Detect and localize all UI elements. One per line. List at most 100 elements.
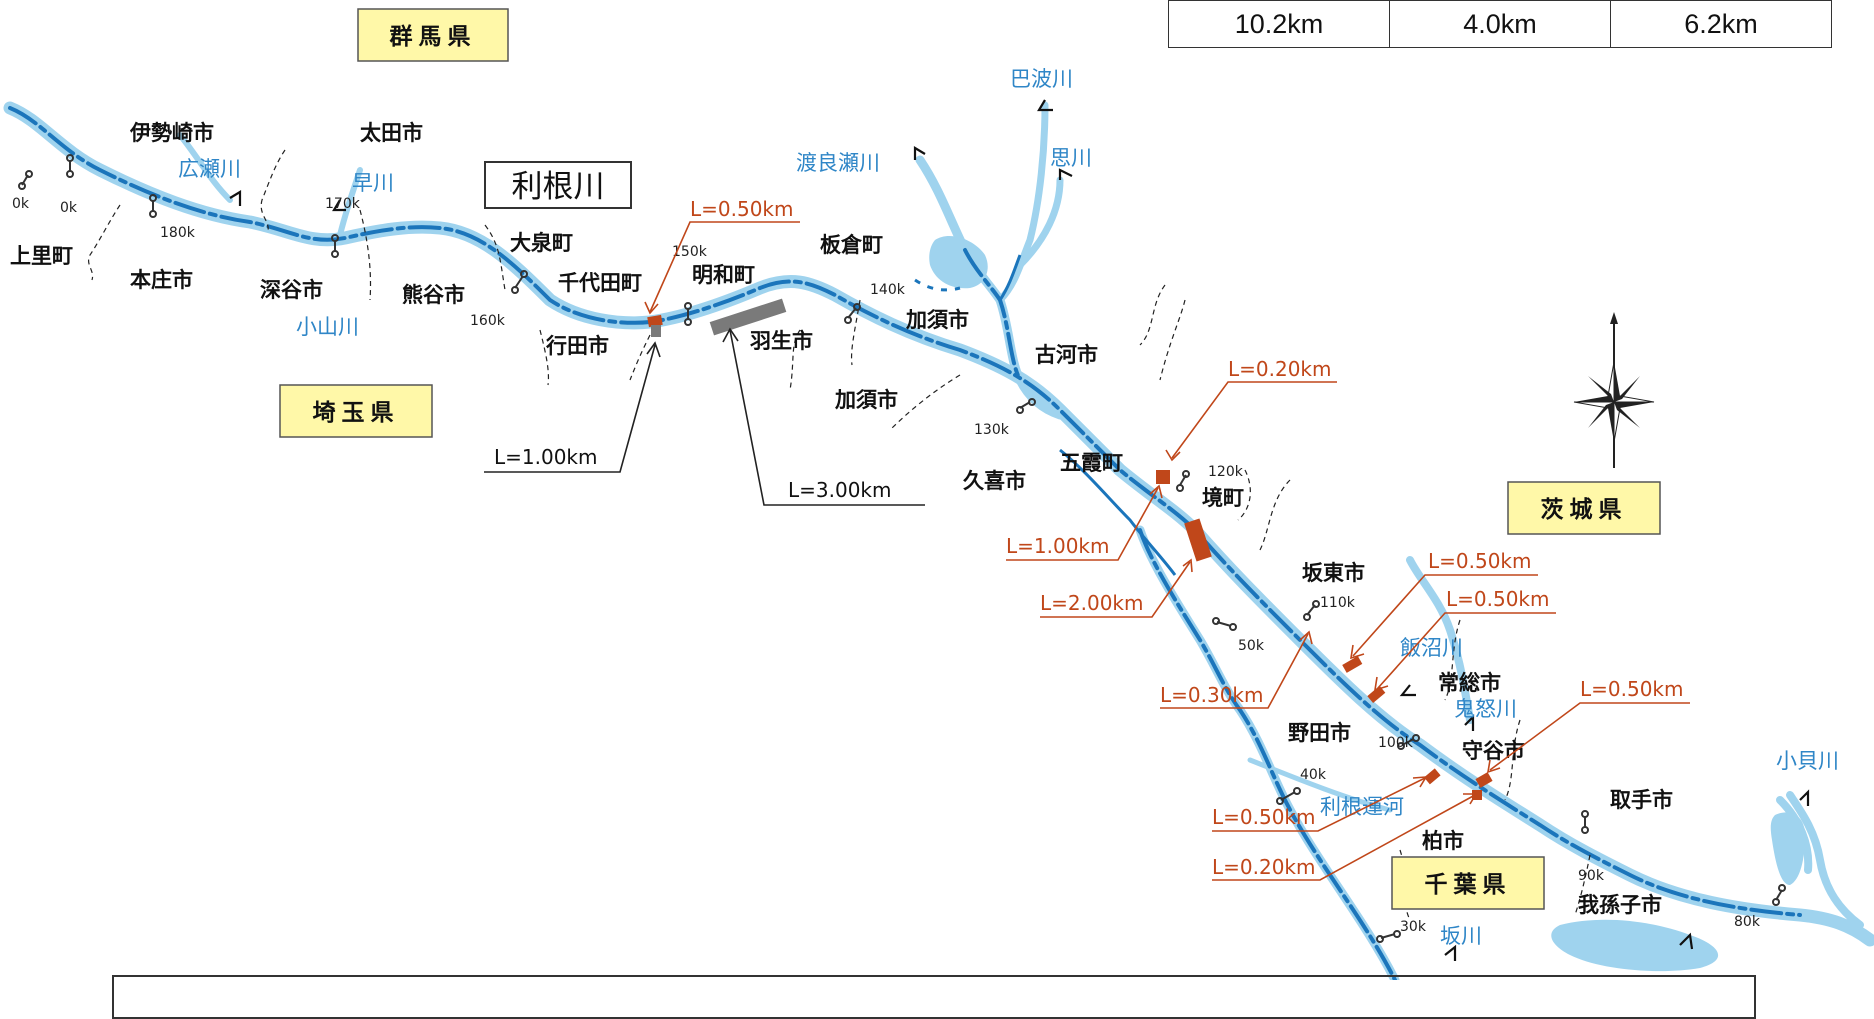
uzuma-band — [996, 101, 1049, 304]
city-honjo: 本庄市 — [130, 268, 193, 292]
km-label: 100k — [1378, 735, 1414, 751]
section-label-bando2: L=0.50km — [1446, 587, 1550, 611]
km-label: 40k — [1300, 767, 1327, 783]
title-box — [484, 161, 632, 209]
river-hirose: 広瀬川 — [178, 157, 241, 181]
border-3 — [359, 209, 372, 301]
river-watarase: 渡良瀬川 — [796, 151, 880, 175]
city-toride: 取手市 — [1610, 788, 1673, 812]
city-hanyu: 羽生市 — [750, 329, 813, 353]
km-label: 80k — [1734, 914, 1761, 930]
section-label-moriya: L=0.50km — [1580, 677, 1684, 701]
section-mark-kashiwa3 — [1472, 790, 1482, 800]
river-uzuma: 巴波川 — [1010, 67, 1073, 91]
city-chiyoda: 千代田町 — [558, 271, 642, 295]
border-11 — [1159, 299, 1186, 381]
km-label: 30k — [1400, 919, 1427, 935]
border-14 — [1444, 619, 1461, 701]
city-ota: 太田市 — [360, 121, 423, 145]
city-fukaya: 深谷市 — [260, 278, 323, 302]
hirose-band — [177, 132, 233, 203]
city-joso: 常総市 — [1438, 671, 1501, 695]
city-itakura: 板倉町 — [820, 233, 883, 257]
kokai-band — [1786, 791, 1864, 929]
section-callout-labels: L=0.50km L=1.00km L=3.00km L=0.20km L=1.… — [494, 197, 1684, 879]
watarase-line — [963, 248, 1022, 382]
arrow-icon — [1679, 932, 1694, 950]
confluence-arrows — [229, 99, 1810, 961]
arrow-icon — [1058, 168, 1073, 180]
border-8 — [850, 299, 861, 366]
km-label: 130k — [974, 422, 1010, 438]
km-label: 140k — [870, 282, 906, 298]
city-kazo1: 加須市 — [905, 308, 969, 332]
section-label-gyoda: L=1.00km — [494, 445, 598, 469]
table-cell-total: 10.2km — [1168, 0, 1390, 48]
border-15 — [1504, 719, 1521, 801]
border-17 — [1574, 854, 1591, 916]
section-mark-chiyoda — [647, 314, 663, 328]
river-kokai: 小貝川 — [1776, 749, 1839, 773]
city-isesaki: 伊勢崎市 — [129, 121, 214, 145]
city-bando: 坂東市 — [1302, 561, 1365, 585]
omoi-band — [1016, 176, 1064, 269]
map-title: 利根川 — [512, 169, 605, 205]
border-9 — [889, 374, 961, 431]
river-iinuma: 飯沼川 — [1400, 636, 1463, 660]
river-bands — [3, 101, 1874, 980]
distance-table: 10.2km 4.0km 6.2km — [1168, 0, 1832, 48]
city-gyoda: 行田市 — [545, 334, 609, 358]
kokai-lake — [1770, 812, 1805, 885]
arrow-icon — [1464, 714, 1475, 731]
km-label: 180k — [160, 225, 196, 241]
city-kashiwa: 柏市 — [1422, 829, 1464, 853]
km-label: 120k — [1208, 464, 1244, 480]
section-mark-kashiwa1 — [1424, 768, 1441, 785]
border-1 — [88, 204, 121, 281]
section-label-kashiwa2: L=0.20km — [1212, 855, 1316, 879]
section-label-goka: L=1.00km — [1006, 534, 1110, 558]
municipal-borders — [88, 149, 1591, 921]
section-label-kashiwa1: L=0.50km — [1212, 805, 1316, 829]
section-label-hanyu: L=3.00km — [788, 478, 892, 502]
table-cell-3: 6.2km — [1610, 0, 1832, 48]
arrow-icon — [1444, 944, 1457, 961]
city-kamisato: 上里町 — [10, 244, 73, 268]
city-abiko: 我孫子市 — [1578, 893, 1662, 917]
prefecture-labels: 群馬県 埼玉県 茨城県 千葉県 — [279, 8, 1661, 910]
section-mark-gyoda — [651, 325, 661, 337]
tone-canal-band — [1247, 757, 1393, 813]
city-kazo2: 加須市 — [834, 388, 898, 412]
river-saka: 坂川 — [1440, 924, 1482, 948]
section-mark-sakai — [1184, 518, 1212, 562]
arrow-icon — [913, 146, 926, 160]
km-pins — [18, 154, 1786, 943]
km-label: 0k — [12, 196, 30, 212]
section-mark-goka — [1156, 470, 1170, 484]
river-tributary-lines — [914, 254, 1177, 576]
city-kumagaya: 熊谷市 — [402, 283, 465, 307]
section-callouts — [484, 221, 1690, 881]
city-labels: 伊勢崎市 太田市 上里町 本庄市 深谷市 熊谷市 大泉町 千代田町 行田市 明和… — [10, 121, 1673, 917]
table-cell-2: 4.0km — [1389, 0, 1611, 48]
section-markers — [647, 298, 1493, 800]
border-7 — [789, 329, 801, 391]
compass-icon — [1573, 312, 1655, 468]
city-sakai: 境町 — [1202, 486, 1244, 510]
arrow-icon — [332, 199, 346, 212]
border-2 — [260, 149, 286, 233]
arrow-icon — [229, 190, 242, 206]
section-mark-hanyu — [709, 298, 787, 336]
river-tone-canal: 利根運河 — [1320, 795, 1404, 819]
edo-river-line — [1138, 528, 1397, 980]
tone-branch-line — [1059, 448, 1177, 576]
km-label: 0k — [60, 200, 78, 216]
section-label-sakai: L=2.00km — [1040, 591, 1144, 615]
section-label-chiyoda: L=0.50km — [690, 197, 794, 221]
haya-band — [337, 167, 363, 238]
border-6 — [629, 334, 651, 381]
border-12 — [1259, 479, 1291, 551]
km-label: 90k — [1578, 868, 1605, 884]
border-10 — [1139, 284, 1166, 346]
section-label-noda: L=0.30km — [1160, 683, 1264, 707]
